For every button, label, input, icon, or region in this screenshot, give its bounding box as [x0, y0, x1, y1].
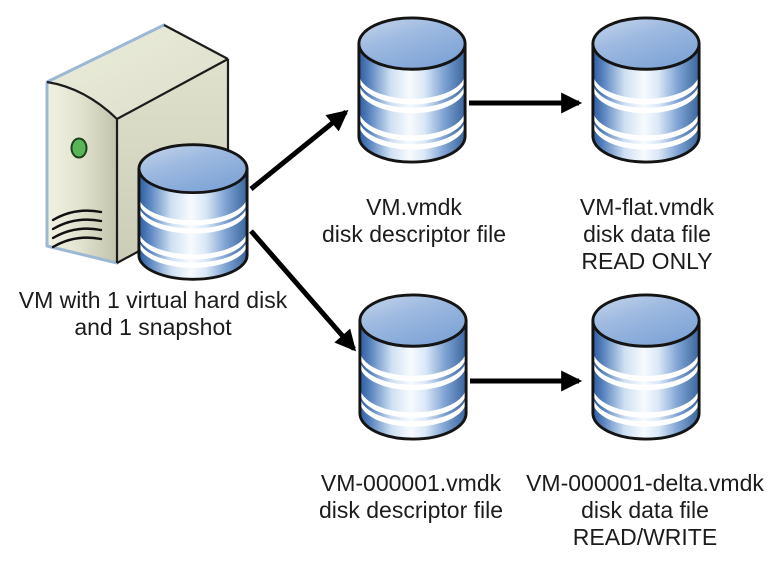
- vm-host-label: VM with 1 virtual hard disk and 1 snapsh…: [0, 287, 306, 341]
- vm-flat-vmdk-label: VM-flat.vmdk disk data file READ ONLY: [537, 194, 757, 275]
- power-led-icon: [70, 137, 88, 159]
- vm-vmdk-description: disk descriptor file: [321, 221, 507, 247]
- vent-grille-icon: [51, 209, 103, 249]
- vm-000001-delta-vmdk-filename: VM-000001-delta.vmdk: [526, 470, 764, 496]
- vm-host-label-line1: VM with 1 virtual hard disk: [18, 287, 288, 313]
- vm-flat-vmdk-access-mode: READ ONLY: [581, 248, 713, 274]
- vm-000001-vmdk-label: VM-000001.vmdk disk descriptor file: [301, 470, 521, 524]
- vm-vmdk-filename: VM.vmdk: [366, 194, 462, 220]
- vm-flat-vmdk-description: disk data file: [583, 221, 711, 247]
- vm-000001-delta-vmdk-description: disk data file: [581, 497, 709, 523]
- vm-vmdk-label: VM.vmdk disk descriptor file: [304, 194, 524, 248]
- arrow-vm-to-vmdk: [249, 110, 349, 191]
- vm-000001-delta-vmdk-access-mode: READ/WRITE: [572, 524, 718, 550]
- vm-000001-delta-vmdk-label: VM-000001-delta.vmdk disk data file READ…: [514, 470, 776, 551]
- arrow-vm-to-snapshot-vmdk: [249, 229, 357, 352]
- vm-flat-vmdk-filename: VM-flat.vmdk: [579, 194, 715, 220]
- vm-000001-vmdk-description: disk descriptor file: [318, 497, 504, 523]
- vm-000001-vmdk-filename: VM-000001.vmdk: [320, 470, 502, 496]
- vm-host-label-line2: and 1 snapshot: [74, 314, 232, 340]
